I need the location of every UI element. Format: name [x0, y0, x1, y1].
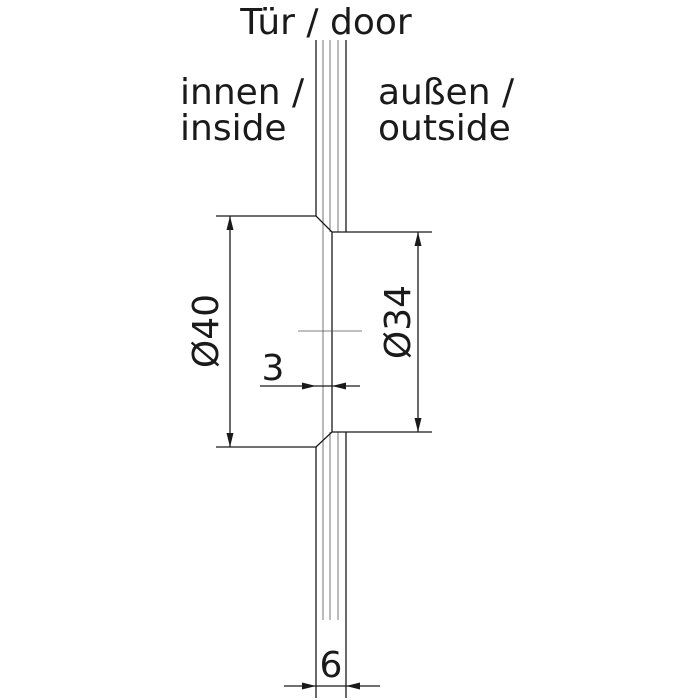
- door-panel: [315, 40, 347, 620]
- outside-label-line1: außen /: [378, 72, 515, 113]
- outer-diameter-label: Ø40: [186, 294, 227, 368]
- rosette-profile: [216, 215, 432, 448]
- offset-dimension: [260, 330, 362, 390]
- door-label: Tür / door: [239, 2, 412, 43]
- inside-label-line1: innen /: [180, 72, 305, 113]
- outside-label-line2: outside: [378, 108, 511, 149]
- offset-label: 3: [262, 348, 285, 389]
- inside-label-line2: inside: [180, 108, 287, 149]
- inner-diameter-dimension: [414, 232, 422, 432]
- thickness-dimension: [284, 620, 380, 698]
- outer-diameter-dimension: [226, 216, 234, 447]
- inner-diameter-label: Ø34: [378, 285, 419, 359]
- thickness-label: 6: [320, 645, 343, 686]
